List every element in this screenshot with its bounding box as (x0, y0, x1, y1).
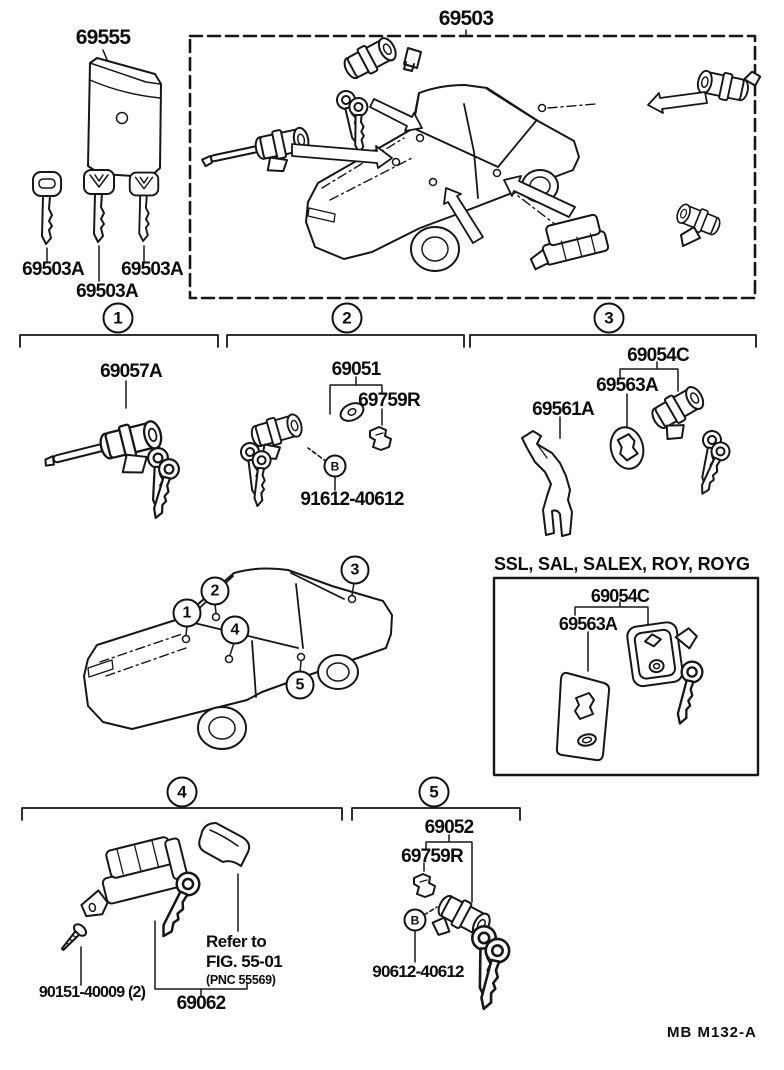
car-callout-1: 1 (172, 598, 202, 628)
refer-line1: Refer to (206, 932, 267, 951)
pointer-arrows (291, 91, 708, 244)
gasket-pad-icon (555, 671, 611, 762)
section3-lock-label: 69054C (627, 345, 690, 366)
car-callout-5: 5 (285, 670, 315, 700)
section-brackets-bottom (21, 807, 521, 821)
section2-header-number: 2 (331, 302, 363, 334)
luggage-lock-icon (626, 621, 698, 688)
screw-icon (56, 920, 90, 956)
section2-bolt-label: 91612-40612 (300, 489, 404, 510)
key-left-label: 69503A (22, 259, 85, 280)
kit-car-illustration (201, 32, 762, 272)
location-car-illustration (83, 567, 393, 750)
key-right-label: 69503A (121, 259, 184, 280)
ssl-variant-title: SSL, SAL, SALEX, ROY, ROYG (494, 554, 750, 574)
gasket-ring-icon (609, 426, 645, 470)
section5-bolt-label: 90612-40612 (372, 962, 464, 981)
pouch-part-label: 69555 (75, 26, 131, 49)
master-keys-illustration (32, 169, 160, 282)
ssl-variant-box (492, 576, 760, 777)
key-middle-label: 69503A (76, 281, 139, 302)
section3-stay-label: 69561A (532, 399, 595, 420)
section3-lock-illustration (521, 361, 735, 537)
section-brackets-top (19, 334, 757, 348)
section4-screw-label: 90151-40009 (2) (38, 984, 146, 1001)
ssl-pad-label: 69563A (558, 614, 618, 634)
glovebox-lock-icon (529, 213, 610, 271)
car-callout-4: 4 (220, 615, 250, 645)
section1-lock-illustration (44, 380, 182, 521)
lock-cover-icon (198, 822, 251, 867)
car-callout-3: 3 (340, 555, 370, 585)
section5-header-number: 5 (418, 776, 450, 808)
fuel-lid-lock-icon (694, 66, 762, 106)
section4-lock-illustration (56, 822, 251, 996)
key-pouch-illustration (87, 49, 162, 178)
section1-header-number: 1 (102, 302, 134, 334)
section2-lock-illustration (239, 376, 392, 508)
ssl-lock-label: 69054C (590, 586, 650, 606)
section5-lock-label: 69052 (424, 817, 475, 838)
section5-bolt-symbol: B (403, 908, 427, 932)
section3-gasket-label: 69563A (596, 375, 659, 396)
ignition-lock-icon (335, 32, 422, 157)
page-code: MB M132-A (667, 1024, 757, 1041)
door-lock-icon (673, 200, 724, 247)
section2-bolt-symbol: B (323, 454, 347, 478)
section4-lock-label: 69062 (176, 993, 227, 1014)
kit-part-label: 69503 (438, 7, 494, 30)
section1-lock-label: 69057A (100, 361, 163, 382)
section2-lock-label: 69051 (331, 359, 382, 380)
steering-lock-icon (201, 123, 312, 173)
section4-header-number: 4 (166, 776, 198, 808)
section2-clip-label: 69759R (358, 390, 421, 411)
section3-header-number: 3 (593, 302, 625, 334)
section5-clip-label: 69759R (401, 846, 464, 867)
section5-lock-illustration (413, 834, 512, 1012)
car-callout-2: 2 (200, 576, 230, 606)
section4-reference-note: Refer to FIG. 55-01 (PNC 55569) (206, 932, 283, 988)
stay-bracket-icon (521, 430, 573, 537)
refer-line2: FIG. 55-01 (206, 952, 283, 972)
kit-box-outline (188, 29, 757, 300)
glovebox-lock-assembly-icon (80, 836, 188, 918)
refer-line3: (PNC 55569) (206, 972, 276, 987)
